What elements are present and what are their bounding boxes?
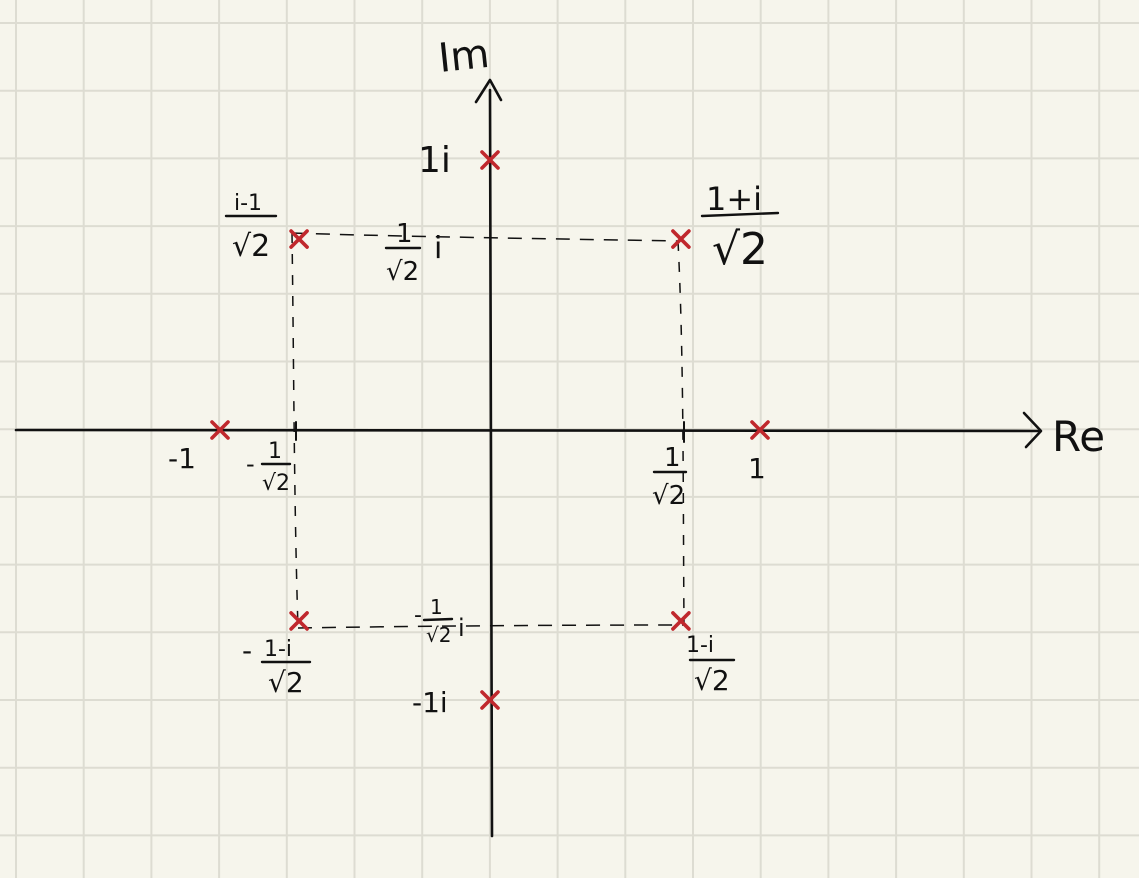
label-im-pos-suffix: i [434,231,442,266]
label-q2-denominator: √2 [232,229,270,264]
marker-stroke [210,420,230,440]
marker-stroke [671,229,691,249]
label-q3-denominator: √2 [268,666,304,699]
real-axis [14,428,1042,433]
label-re-neg-numerator: 1 [268,439,282,464]
axes [14,78,1043,838]
marker-stroke [289,611,309,631]
imaginary-axis-arrowhead [474,78,503,104]
marker-stroke [750,420,770,440]
label-q1-fraction-bar [700,211,780,218]
marker-stroke [671,611,691,631]
label-im-pos: 1 √2 i [384,219,442,287]
point-marker-q2 [289,229,309,249]
label-q3-prefix: - [242,634,252,667]
point-marker-q1 [671,229,691,249]
label-q2-numerator: i-1 [234,191,262,216]
label-im-pos-numerator: 1 [396,219,413,249]
imaginary-axis-label: Im [436,31,491,82]
label-im-neg-denominator: √2 [426,623,451,647]
dashed-left-edge [291,232,299,629]
label-im-neg-suffix: i [458,614,465,642]
label-re-neg-denominator: √2 [262,471,290,496]
point-marker-minus-i [480,690,500,710]
point-marker-one [750,420,770,440]
label-q1-denominator: √2 [712,224,768,275]
label-im-neg: - 1 √2 i [414,595,465,647]
point-markers [210,150,770,710]
label-q1: 1+i √2 [700,180,780,275]
label-re-pos-denominator: √2 [652,481,685,511]
label-im-neg-numerator: 1 [430,595,443,619]
point-marker-minus-one [210,420,230,440]
label-q4-denominator: √2 [694,664,730,697]
point-marker-i [480,150,500,170]
label-q4-numerator: 1-i [686,633,714,658]
label-q4: 1-i √2 [686,633,736,697]
label-q3: - 1-i √2 [242,634,312,699]
label-one: 1 [748,452,766,485]
label-re-pos: 1 √2 [652,443,688,511]
label-q2: i-1 √2 [224,191,278,264]
label-re-pos-numerator: 1 [664,443,681,473]
label-i: 1i [418,140,451,181]
marker-stroke [480,690,500,710]
marker-stroke [289,229,309,249]
label-im-neg-fraction-bar [422,617,454,622]
dashed-top-edge [291,232,679,242]
label-q3-numerator: 1-i [264,637,292,662]
label-im-pos-denominator: √2 [386,257,419,287]
label-minus-one: -1 [168,442,196,475]
label-re-neg: - 1 √2 [246,439,292,496]
real-axis-arrowhead [1022,411,1043,449]
label-re-neg-prefix: - [246,450,255,478]
label-minus-i: -1i [412,686,448,719]
label-q1-numerator: 1+i [706,180,762,218]
point-marker-q3 [289,611,309,631]
real-axis-label: Re [1052,412,1105,461]
imaginary-axis [488,88,494,838]
label-im-neg-prefix: - [414,603,422,628]
point-marker-q4 [671,611,691,631]
marker-stroke [480,150,500,170]
